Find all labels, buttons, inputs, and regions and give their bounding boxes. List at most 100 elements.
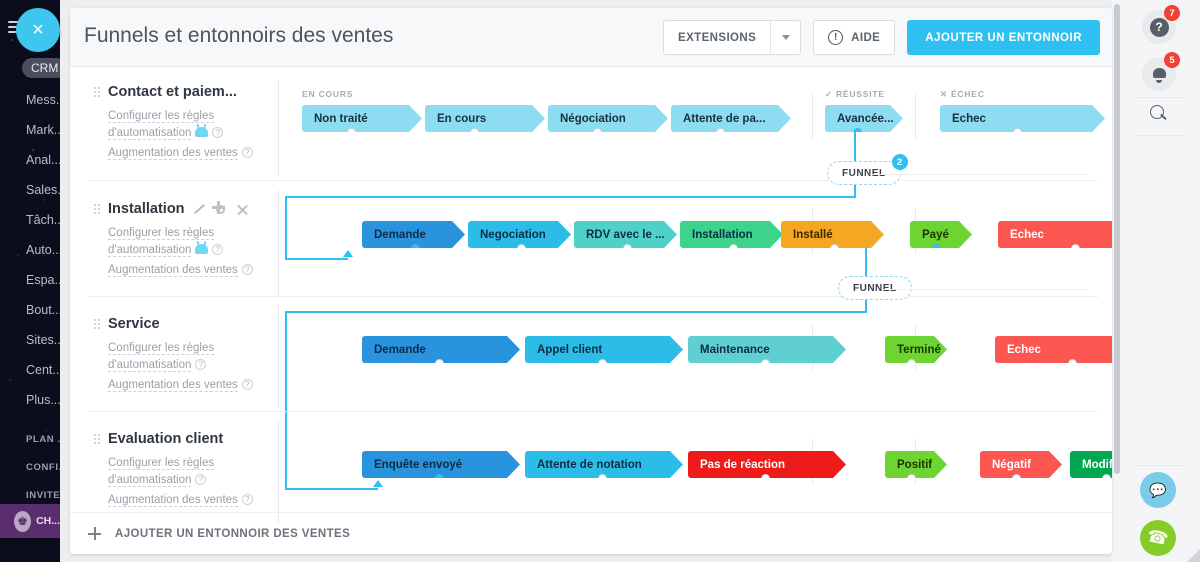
sidebar-item-5[interactable]: Auto... bbox=[26, 243, 60, 257]
sidebar-item-crm[interactable]: CRM bbox=[22, 58, 60, 78]
stage-enquete-envoye[interactable]: Enquête envoyé bbox=[362, 451, 520, 478]
column-header-en-cours: EN COURS bbox=[302, 89, 353, 99]
stage-dot[interactable] bbox=[761, 359, 770, 368]
stage-dot[interactable] bbox=[593, 128, 602, 137]
sidebar-item-4[interactable]: Tâch... bbox=[26, 213, 60, 227]
upsell-link-evaluation[interactable]: Augmentation des ventes? bbox=[108, 492, 258, 509]
stage-dot[interactable] bbox=[729, 244, 738, 253]
stage-negociation[interactable]: Négociation bbox=[548, 105, 668, 132]
chat-bubble-icon[interactable]: 💬 bbox=[1140, 472, 1176, 508]
sidebar-item-6[interactable]: Espa... bbox=[26, 273, 60, 287]
search-icon[interactable] bbox=[1150, 105, 1168, 123]
stage-avancee[interactable]: Avancée... bbox=[825, 105, 903, 132]
stage-pas-de-reaction[interactable]: Pas de réaction bbox=[688, 451, 846, 478]
automation-link-service[interactable]: Configurer les règles d'automatisation? bbox=[108, 342, 215, 372]
stage-dot[interactable] bbox=[932, 244, 941, 253]
stage-non-traite[interactable]: Non traité bbox=[302, 105, 422, 132]
stage-attente-notation[interactable]: Attente de notation bbox=[525, 451, 683, 478]
stage-dot[interactable] bbox=[1013, 128, 1022, 137]
question-circle-icon[interactable]: ? bbox=[212, 127, 224, 138]
upsell-link-contact[interactable]: Augmentation des ventes? bbox=[108, 145, 258, 162]
add-funnel-button[interactable]: AJOUTER UN ENTONNOIR bbox=[907, 20, 1100, 55]
drag-handle-icon[interactable] bbox=[94, 87, 101, 100]
sidebar-item-9[interactable]: Cent... bbox=[26, 363, 60, 377]
drag-handle-icon[interactable] bbox=[94, 434, 101, 447]
sidebar-chat-item[interactable]: ♚ CH... bbox=[0, 504, 60, 538]
stage-echec-service[interactable]: Echec bbox=[995, 336, 1112, 363]
chevron-down-icon[interactable] bbox=[770, 21, 800, 54]
stage-echec-contact[interactable]: Echec bbox=[940, 105, 1105, 132]
stage-dot[interactable] bbox=[598, 359, 607, 368]
stage-maintenance[interactable]: Maintenance bbox=[688, 336, 846, 363]
automation-link-installation[interactable]: Configurer les règles d'automatisation? bbox=[108, 225, 258, 259]
stage-demande-install[interactable]: Demande bbox=[362, 221, 465, 248]
stage-dot[interactable] bbox=[1102, 474, 1111, 483]
stage-dot[interactable] bbox=[347, 128, 356, 137]
close-icon[interactable] bbox=[236, 203, 249, 216]
pencil-icon[interactable] bbox=[192, 203, 205, 216]
resize-handle[interactable] bbox=[1187, 549, 1200, 562]
stage-appel-client[interactable]: Appel client bbox=[525, 336, 683, 363]
stage-dot[interactable] bbox=[517, 244, 526, 253]
notifications-button[interactable]: 5 bbox=[1142, 52, 1180, 91]
stage-negatif[interactable]: Négatif bbox=[980, 451, 1062, 478]
automation-link-contact[interactable]: Configurer les règles d'automatisation? bbox=[108, 108, 258, 142]
stage-dot[interactable] bbox=[435, 359, 444, 368]
stage-dot[interactable] bbox=[411, 244, 420, 253]
funnel-connector-1[interactable]: FUNNEL 2 bbox=[827, 154, 908, 185]
stage-positif[interactable]: Positif bbox=[885, 451, 947, 478]
sidebar-item-3[interactable]: Sales... bbox=[26, 183, 60, 197]
header-actions: EXTENSIONS ! AIDE AJOUTER UN ENTONNOIR bbox=[663, 20, 1100, 55]
stage-paye[interactable]: Payé bbox=[910, 221, 972, 248]
stage-demande-service[interactable]: Demande bbox=[362, 336, 520, 363]
stage-attente-paiement[interactable]: Attente de pa... bbox=[671, 105, 791, 132]
question-circle-icon[interactable]: ? bbox=[195, 359, 207, 370]
automation-link-evaluation[interactable]: Configurer les règles d'automatisation? bbox=[108, 457, 215, 487]
stage-dot[interactable] bbox=[1012, 474, 1021, 483]
phone-icon[interactable]: ☎ bbox=[1140, 520, 1176, 556]
extensions-button[interactable]: EXTENSIONS bbox=[663, 20, 802, 55]
stage-negociation-install[interactable]: Negociation bbox=[468, 221, 571, 248]
question-circle-icon[interactable]: ? bbox=[241, 494, 253, 505]
question-circle-icon[interactable]: ? bbox=[241, 379, 253, 390]
check-icon: ✓ bbox=[825, 89, 833, 99]
stage-dot[interactable] bbox=[761, 474, 770, 483]
aide-button[interactable]: ! AIDE bbox=[813, 20, 896, 55]
stage-dot[interactable] bbox=[1071, 244, 1080, 253]
stage-installation[interactable]: Installation bbox=[680, 221, 783, 248]
stage-termine[interactable]: Terminé bbox=[885, 336, 947, 363]
sidebar-item-10[interactable]: Plus... bbox=[26, 393, 60, 407]
upsell-link-installation[interactable]: Augmentation des ventes? bbox=[108, 262, 258, 279]
sidebar-item-1[interactable]: Mark... bbox=[26, 123, 60, 137]
stage-rdv[interactable]: RDV avec le ... bbox=[574, 221, 677, 248]
question-circle-icon[interactable]: ? bbox=[195, 474, 207, 485]
funnel-connector-2[interactable]: FUNNEL bbox=[838, 276, 912, 300]
stage-installe[interactable]: Installé bbox=[781, 221, 884, 248]
sidebar-item-8[interactable]: Sites... bbox=[26, 333, 60, 347]
stage-echec-install[interactable]: Echec + bbox=[998, 221, 1112, 248]
stage-dot[interactable] bbox=[1068, 359, 1077, 368]
sidebar-item-0[interactable]: Mess... bbox=[26, 93, 60, 107]
drag-handle-icon[interactable] bbox=[94, 204, 101, 217]
stage-en-cours[interactable]: En cours bbox=[425, 105, 545, 132]
sidebar-item-2[interactable]: Anal... bbox=[26, 153, 60, 167]
upsell-link-service[interactable]: Augmentation des ventes? bbox=[108, 377, 258, 394]
close-icon[interactable]: × bbox=[16, 8, 60, 52]
stage-dot[interactable] bbox=[598, 474, 607, 483]
stage-dot[interactable] bbox=[435, 474, 444, 483]
stage-dot[interactable] bbox=[470, 128, 479, 137]
question-circle-icon[interactable]: ? bbox=[212, 244, 224, 255]
stage-dot[interactable] bbox=[623, 244, 632, 253]
stage-dot[interactable] bbox=[830, 244, 839, 253]
question-circle-icon[interactable]: ? bbox=[241, 264, 253, 275]
gear-icon[interactable] bbox=[214, 203, 227, 216]
sidebar-item-7[interactable]: Bout... bbox=[26, 303, 60, 317]
column-header-reussite: ✓RÉUSSITE bbox=[825, 89, 885, 100]
add-sales-funnel-row[interactable]: AJOUTER UN ENTONNOIR DES VENTES bbox=[70, 512, 1112, 554]
help-button[interactable]: ? 7 bbox=[1142, 5, 1180, 44]
page-scrollbar[interactable] bbox=[1114, 4, 1120, 474]
stage-dot[interactable] bbox=[716, 128, 725, 137]
drag-handle-icon[interactable] bbox=[94, 319, 101, 332]
question-circle-icon[interactable]: ? bbox=[241, 147, 253, 158]
stage-modifie[interactable]: Modifi... bbox=[1070, 451, 1112, 478]
